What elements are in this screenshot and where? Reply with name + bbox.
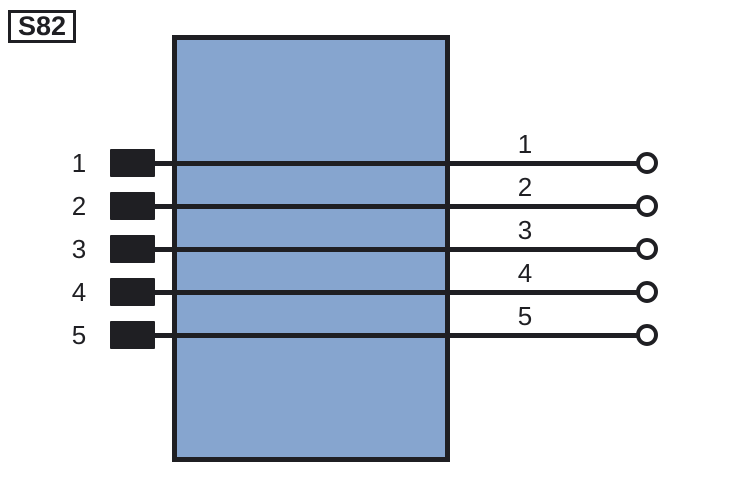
- component-tag-label: S82: [17, 11, 67, 41]
- wire-line: [150, 246, 650, 252]
- left-pin-number: 5: [71, 320, 87, 350]
- terminal-circle-icon: [636, 281, 658, 303]
- terminal-circle-icon: [636, 324, 658, 346]
- terminal-circle-icon: [636, 152, 658, 174]
- left-pin-number: 1: [71, 148, 87, 178]
- wire-line: [150, 160, 650, 166]
- terminal-circle-icon: [636, 195, 658, 217]
- right-pin-number: 2: [517, 172, 533, 202]
- component-tag-box: S82: [8, 10, 76, 43]
- left-pin-number: 4: [71, 277, 87, 307]
- left-pin-block-icon: [110, 192, 155, 220]
- left-pin-block-icon: [110, 278, 155, 306]
- wire-line: [150, 332, 650, 338]
- wire-line: [150, 203, 650, 209]
- right-pin-number: 5: [517, 301, 533, 331]
- right-pin-number: 4: [517, 258, 533, 288]
- left-pin-number: 2: [71, 191, 87, 221]
- right-pin-number: 3: [517, 215, 533, 245]
- right-pin-number: 1: [517, 129, 533, 159]
- wire-line: [150, 289, 650, 295]
- left-pin-number: 3: [71, 234, 87, 264]
- left-pin-block-icon: [110, 149, 155, 177]
- left-pin-block-icon: [110, 235, 155, 263]
- left-pin-block-icon: [110, 321, 155, 349]
- terminal-circle-icon: [636, 238, 658, 260]
